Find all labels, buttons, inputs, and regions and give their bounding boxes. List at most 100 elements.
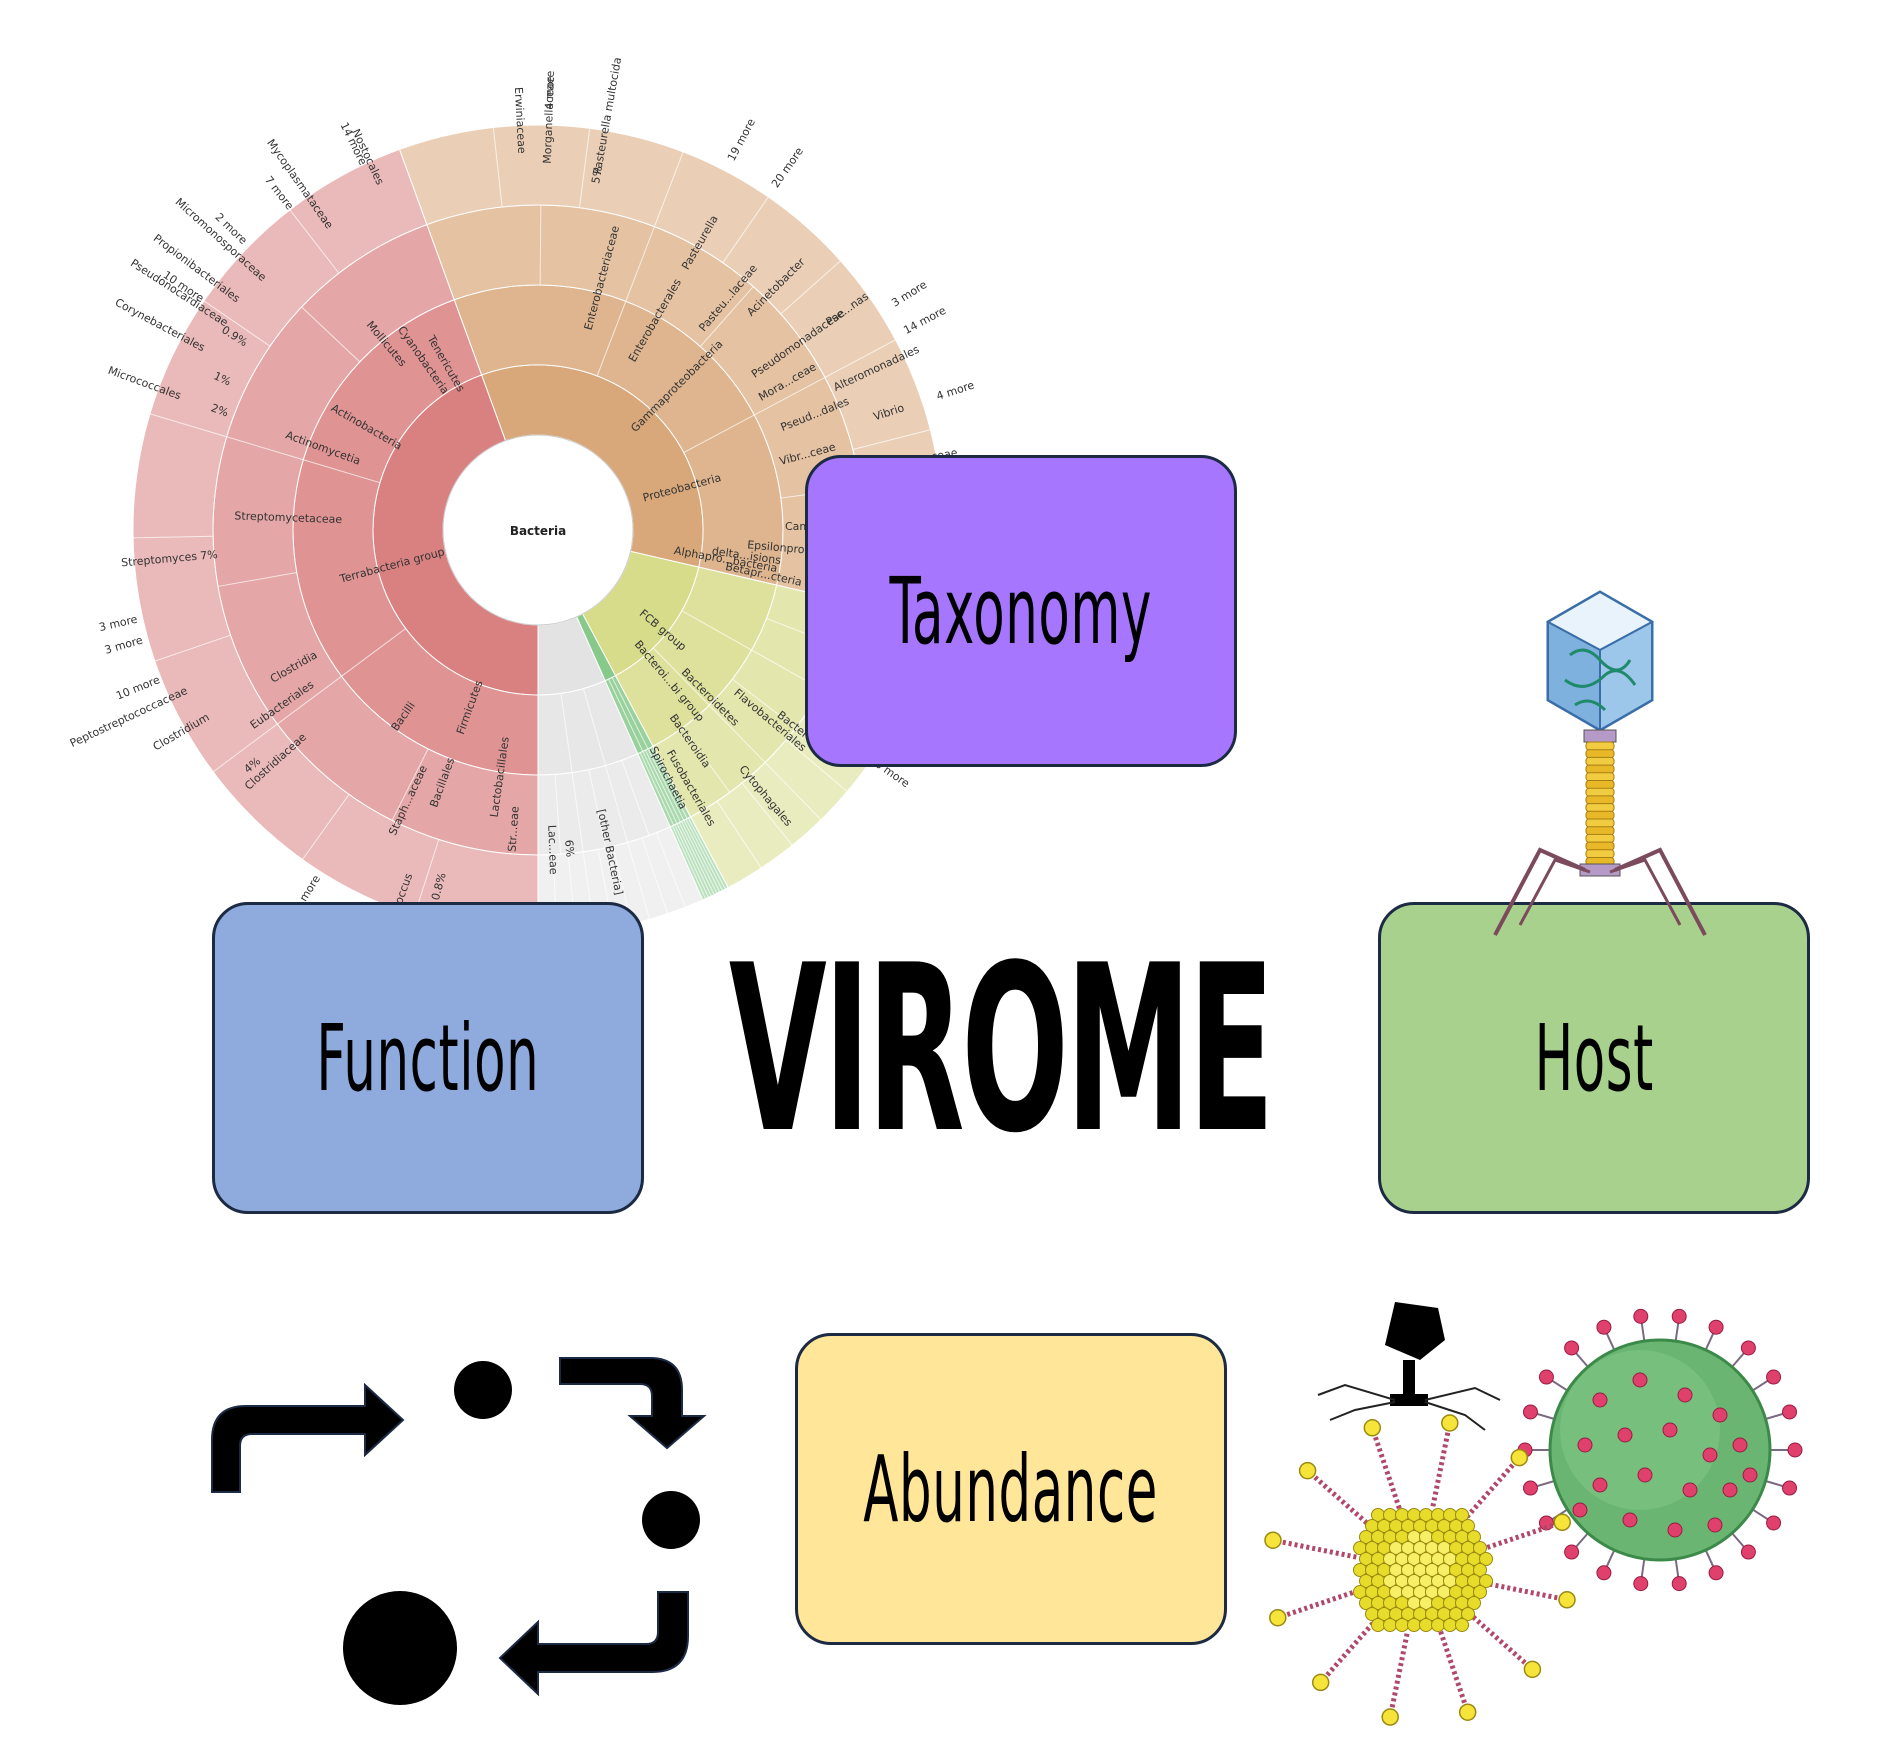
virus-surface-protein [1682,1482,1698,1498]
virus-surface-protein [1617,1427,1633,1443]
virus-spike-head [1522,1404,1538,1420]
virus-fiber [1272,1537,1357,1560]
virus-fiber [1276,1588,1360,1621]
cycle-dot-small [454,1361,512,1419]
cycle-arrow-2 [559,1357,707,1450]
virus-spike-head [1522,1480,1538,1496]
krona-divider [647,748,685,821]
virus-fiber [1480,1519,1564,1552]
virus-spike-head [1596,1565,1612,1581]
krona-label: Streptomycetaceae [234,509,342,526]
krona-divider [391,748,429,821]
krona-divider [780,260,841,315]
capsid-subunit [1455,1508,1469,1522]
virus-fiber [1430,1422,1453,1507]
cycle-arrow-1 [211,1382,405,1493]
krona-label: 7% [200,548,219,562]
krona-divider [217,572,297,587]
krona-segment [132,148,539,936]
capsid-subunit [1395,1618,1409,1632]
krona-divider [678,822,715,895]
krona-label: 6% [562,839,576,858]
krona-divider [303,459,381,484]
krona-divider [722,196,769,263]
virus-surface-protein [1722,1482,1738,1498]
virus-spike-head [1708,1565,1724,1581]
krona-divider [708,704,766,763]
krona-divider [302,794,350,860]
krona-divider [226,436,304,461]
virus-fiber-knob [1458,1703,1477,1721]
krona-divider [655,832,686,908]
krona-divider [341,628,406,677]
virus-fiber [1483,1580,1568,1603]
krona-divider [289,209,340,274]
cycle-dot-large [343,1591,457,1705]
virus-surface-protein [1637,1467,1653,1483]
krona-divider [539,205,542,286]
krona-divider [154,634,231,662]
virus-fiber-knob [1269,1608,1287,1627]
krona-divider [554,774,562,855]
virus-fiber [1318,1617,1379,1685]
abundance-box: Abundance [795,1333,1227,1645]
krona-divider [652,647,710,706]
krona-label: 2% [209,401,230,419]
krona-label: 5% [589,165,605,184]
krona-center-hole [442,434,634,626]
krona-divider [277,675,342,725]
capsid-subunit [1455,1618,1469,1632]
virus-fiber-knob [1264,1531,1282,1549]
krona-divider [681,610,752,651]
virus-spike-head [1671,1576,1687,1592]
krona-divider [605,765,629,843]
krona-divider [699,286,754,347]
virus-surface-protein [1677,1387,1693,1403]
krona-divider [560,693,573,773]
krona-label: Erwiniaceae [512,87,528,154]
virus-fiber [1305,1468,1373,1529]
virus-surface-protein [1702,1447,1718,1463]
virus-surface-protein [1592,1392,1608,1408]
virus-fiber [1387,1633,1410,1718]
krona-divider [621,760,650,836]
capsid-subunit [1371,1618,1385,1632]
krona-divider [627,842,651,920]
virus-surface-protein [1742,1467,1758,1483]
virus-spike-head [1538,1369,1554,1385]
virus-fiber-knob [1510,1448,1529,1467]
virus-fiber-knob [1558,1591,1576,1609]
krona-divider [596,301,627,377]
host-box: Host [1378,902,1810,1214]
krona-divider [764,762,822,821]
krona-divider [852,429,931,451]
krona-divider [608,678,644,752]
krona-divider [301,306,361,363]
krona-divider [674,824,709,898]
virus-spike-head [1782,1480,1798,1496]
yellow-virus-icon [1264,1414,1576,1726]
krona-divider [824,339,896,378]
krona-divider [683,820,721,893]
virome-title-text: VIROME [728,916,1275,1184]
krona-divider [571,772,584,852]
black-phage-icon [1317,1302,1501,1431]
virus-spike-head [1564,1544,1580,1560]
capsid-subunit [1473,1563,1487,1577]
krona-divider [732,678,797,729]
krona-divider [639,752,675,826]
krona-divider [133,535,214,539]
virus-fiber [1461,1455,1522,1523]
virus-fiber [1438,1630,1471,1714]
virus-surface-protein [1662,1422,1678,1438]
virus-spike-head [1564,1340,1580,1356]
krona-center-label: Bacteria [510,524,566,538]
green-virus-icon [1517,1308,1803,1592]
krona-divider [611,677,649,750]
krona-divider [716,800,762,869]
virus-spike-head [1633,1576,1649,1592]
virus-fiber [1467,1611,1535,1672]
capsid-subunit [1407,1618,1421,1632]
virus-spike-head [1633,1308,1649,1324]
